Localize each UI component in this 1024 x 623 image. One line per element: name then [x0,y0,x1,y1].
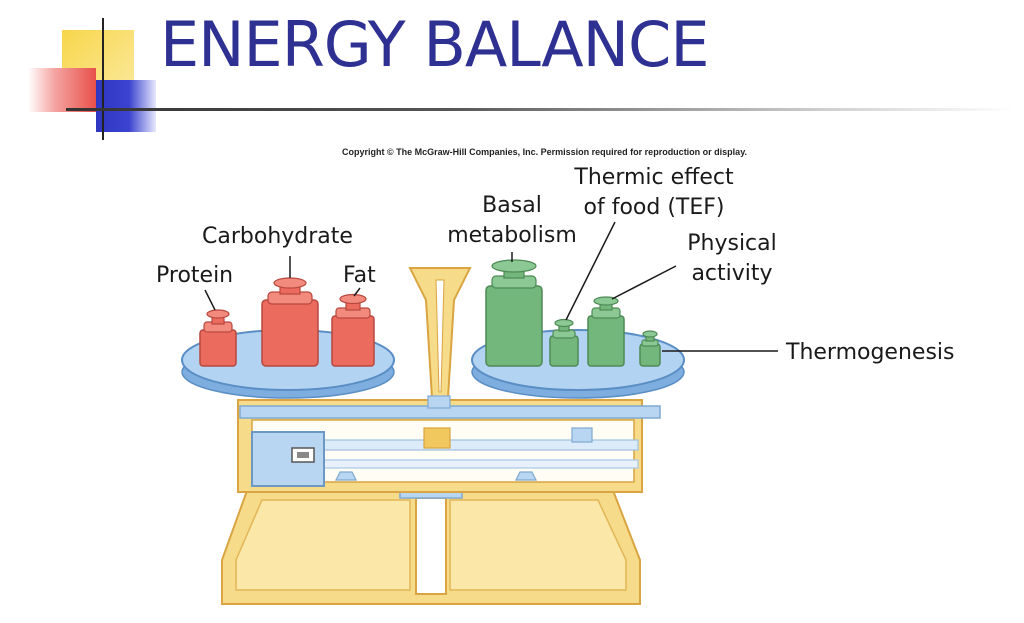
tef-weight [549,318,579,367]
tef-label-line1: Thermic effect [573,165,734,190]
protein-weight [199,309,237,367]
scale-foot-right [515,471,537,481]
scale-control-box [251,431,325,487]
carbohydrate-label: Carbohydrate [202,224,353,249]
physical-activity-leader-line [611,265,677,300]
basal-metabolism-label-line2: metabolism [447,223,577,248]
fat-label: Fat [343,263,376,288]
physical-activity-label-line2: activity [691,261,772,286]
basal-metabolism-label-line1: Basal [482,193,542,218]
decor-vertical-line [102,18,104,140]
fat-weight [331,293,375,367]
title-underline [66,108,1016,111]
scale-foot-left [335,471,357,481]
slide-title: ENERGY BALANCE [160,8,710,81]
physical-activity-weight [587,296,625,367]
carbohydrate-weight [261,277,319,367]
copyright-notice: Copyright © The McGraw-Hill Companies, I… [342,147,748,157]
physical-activity-label-line1: Physical [687,231,777,256]
fat-leader-line [353,287,361,297]
decor-blue-square [96,80,156,132]
tef-leader-line [565,221,616,321]
thermogenesis-label: Thermogenesis [785,340,954,365]
basal-metabolism-weight [485,259,543,367]
scale-pillar [408,267,472,409]
protein-leader-line [204,289,216,311]
thermogenesis-weight [639,330,661,367]
protein-label: Protein [156,263,233,288]
decor-red-square [28,68,96,112]
tef-label-line2: of food (TEF) [584,195,725,220]
scale-base [221,483,641,605]
